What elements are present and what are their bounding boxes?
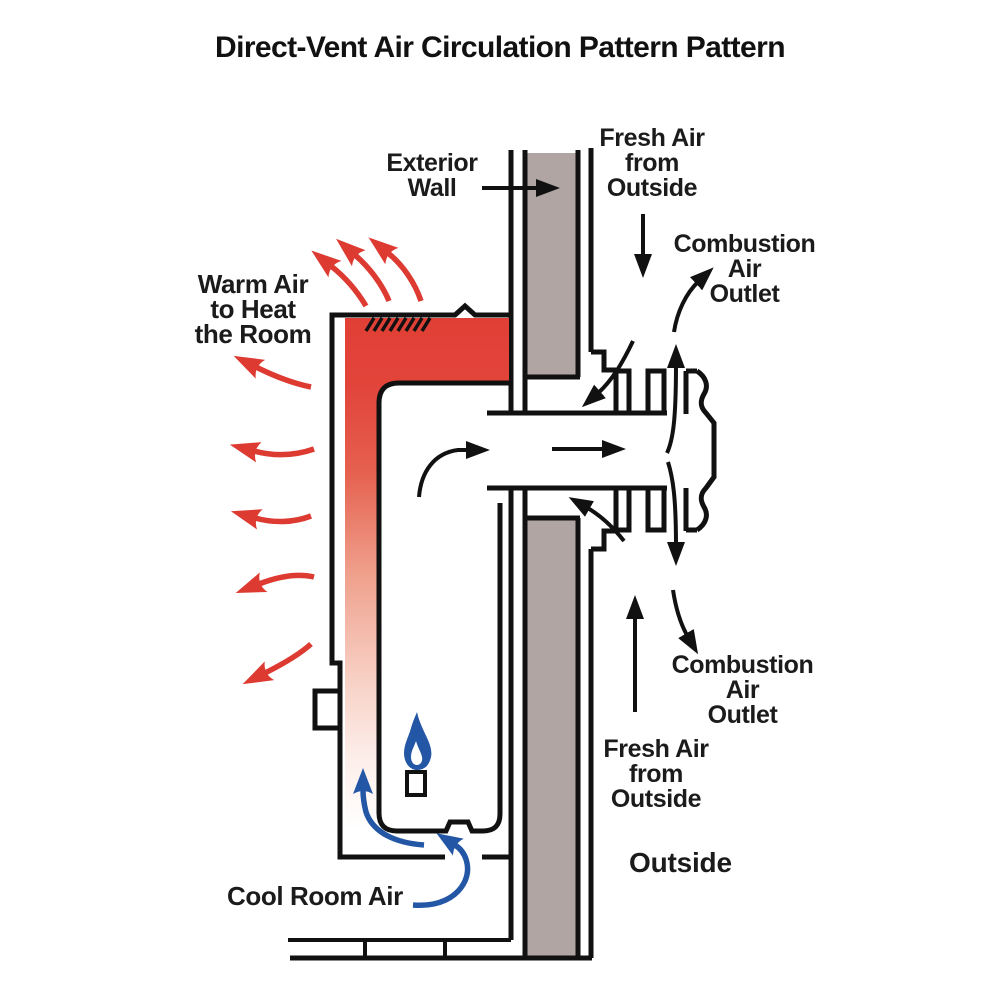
warm-air-louvers: [364, 317, 432, 332]
wall-lower-section: [527, 518, 578, 956]
vent-cap-flanges: [613, 368, 667, 533]
wall-exterior-line: [588, 148, 616, 958]
warm-air-side-arrow-4: [235, 572, 315, 594]
chamber-outline: [376, 380, 503, 834]
label-outside: Outside: [629, 847, 732, 878]
warm-air-side-arrow-1: [233, 355, 312, 390]
warm-air-side-arrow-5: [242, 641, 313, 685]
warm-air-arrows: [229, 237, 424, 685]
warm-air-top-arrow-2: [336, 238, 392, 303]
vent-pipes: [487, 410, 667, 491]
vent-cap-body-fill: [686, 371, 714, 530]
label-exterior-wall: Exterior Wall: [386, 149, 478, 202]
label-cool-room-air: Cool Room Air: [227, 881, 403, 911]
warm-air-side-arrow-2: [229, 442, 315, 463]
diagram-title: Direct-Vent Air Circulation Pattern Patt…: [215, 31, 785, 64]
intake-lower-curve-arrow: [568, 497, 626, 543]
cool-air-inlet-arrow: [412, 833, 471, 909]
label-fresh-air-bottom: Fresh Air from Outside: [603, 735, 709, 813]
floor: [288, 938, 592, 961]
mounting-bracket: [312, 688, 340, 731]
wall-penetration-edges: [523, 374, 580, 521]
warm-air-side-arrow-3: [230, 509, 312, 530]
label-combustion-air-outlet-bottom: Combustion Air Outlet: [671, 651, 814, 729]
vent-cap: [613, 368, 717, 533]
combustion-chamber: [381, 385, 499, 829]
pilot-burner: [405, 770, 427, 797]
combustion-outlet-top-arrow: [672, 267, 714, 333]
cool-air-arrows: [353, 768, 471, 909]
warm-air-top-arrow-1: [311, 250, 369, 308]
exhaust-down-arrow: [666, 461, 685, 566]
intake-upper-curve-arrow: [581, 340, 635, 408]
unit-casing: [329, 302, 511, 860]
exhaust-pipe-walls: [487, 410, 667, 491]
warm-air-top-arrow-3: [368, 237, 424, 302]
cool-air-riser-arrow: [353, 768, 425, 848]
label-combustion-air-outlet-top: Combustion Air Outlet: [673, 230, 816, 308]
floor-joints: [363, 940, 447, 958]
flow-arrows: [417, 179, 714, 712]
vent-cap-outline: [683, 368, 717, 533]
label-warm-air: Warm Air to Heat the Room: [194, 269, 312, 349]
chamber-to-vent-arrow: [417, 441, 490, 498]
heater-unit: [312, 302, 511, 860]
exterior-wall-structure: [508, 148, 616, 958]
exhaust-up-arrow: [665, 344, 685, 454]
flame-icon: [404, 712, 432, 770]
label-fresh-air-top: Fresh Air from Outside: [599, 124, 705, 202]
combustion-outlet-bottom-arrow: [671, 589, 699, 655]
